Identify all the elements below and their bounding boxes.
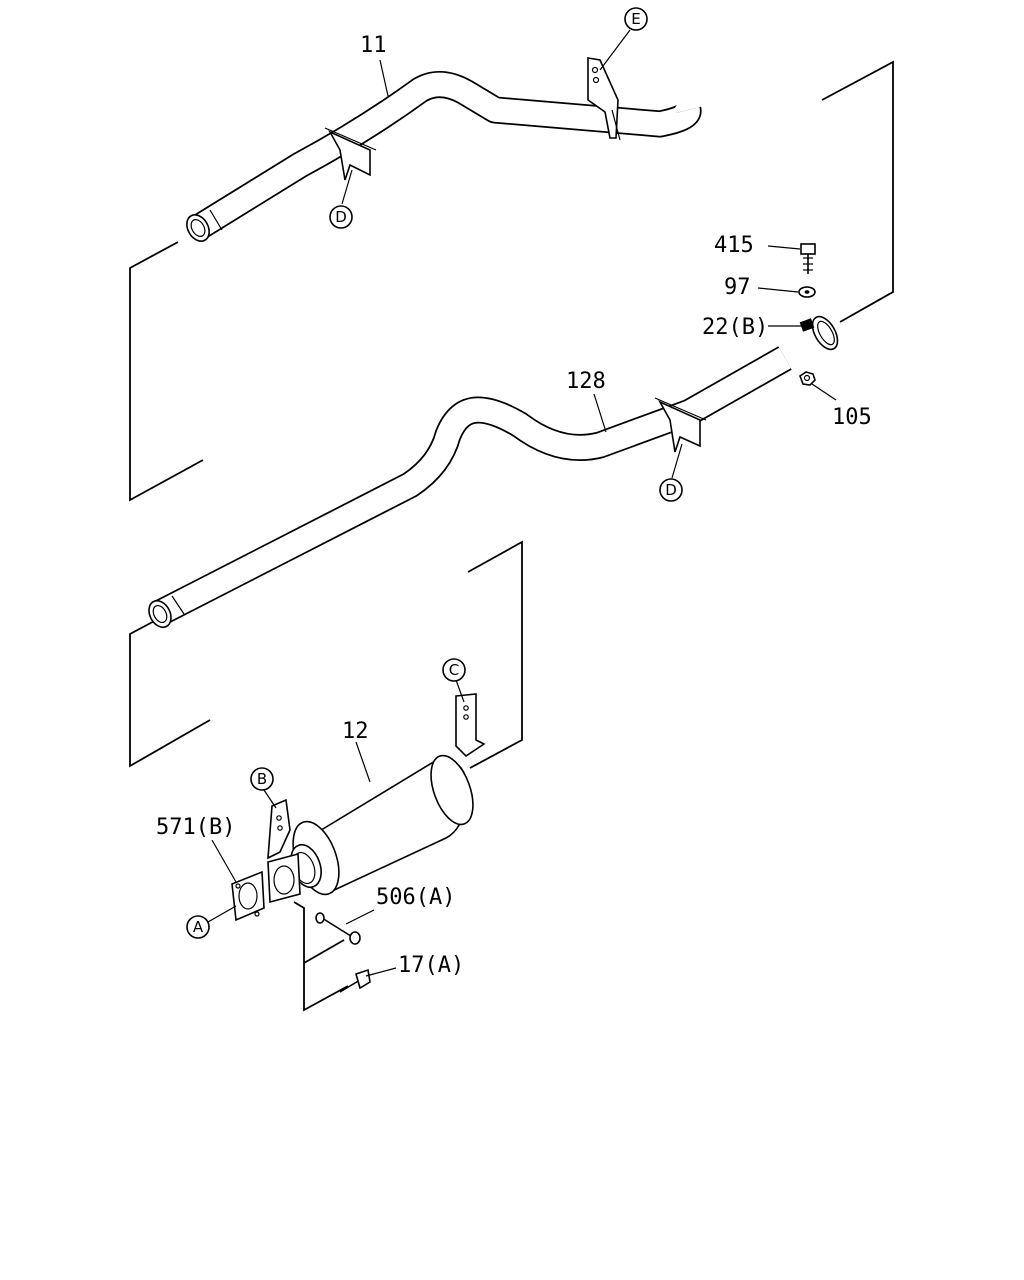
muffler-12 (267, 693, 486, 904)
label-part-415: 415 (714, 233, 754, 258)
gasket-571b (231, 870, 265, 922)
label-part-12: 12 (342, 719, 369, 744)
stud-bolt-506a (315, 912, 361, 945)
label-part-11: 11 (360, 33, 387, 58)
label-part-506a: 506(A) (376, 885, 455, 910)
label-part-97: 97 (724, 275, 751, 300)
svg-text:C: C (449, 661, 459, 679)
label-part-17a: 17(A) (398, 953, 464, 978)
label-part-128: 128 (566, 369, 606, 394)
callout-d-lower: D (659, 478, 683, 502)
label-part-105: 105 (832, 405, 872, 430)
callout-e: E (624, 7, 648, 31)
callout-d-upper: D (329, 205, 353, 229)
bolt-17a (339, 968, 371, 993)
svg-text:A: A (193, 918, 204, 936)
callout-c: C (442, 658, 466, 682)
callout-a: A (186, 915, 210, 939)
svg-text:D: D (335, 208, 347, 226)
exhaust-pipe-11 (186, 57, 702, 242)
reference-frame-lines (129, 60, 894, 1012)
label-part-22b: 22(B) (702, 315, 768, 340)
svg-text:D: D (665, 481, 677, 499)
svg-text:E: E (631, 10, 640, 28)
part-number-labels: 11 128 12 415 97 22(B) 105 571(B) 506(A)… (156, 33, 872, 978)
callout-b: B (250, 767, 274, 791)
exhaust-pipe-128 (148, 346, 792, 629)
label-part-571b: 571(B) (156, 815, 235, 840)
clamp-hardware (798, 243, 839, 386)
svg-text:B: B (257, 770, 267, 788)
callout-markers: E D D C B A (186, 7, 683, 939)
leader-lines (207, 29, 837, 977)
